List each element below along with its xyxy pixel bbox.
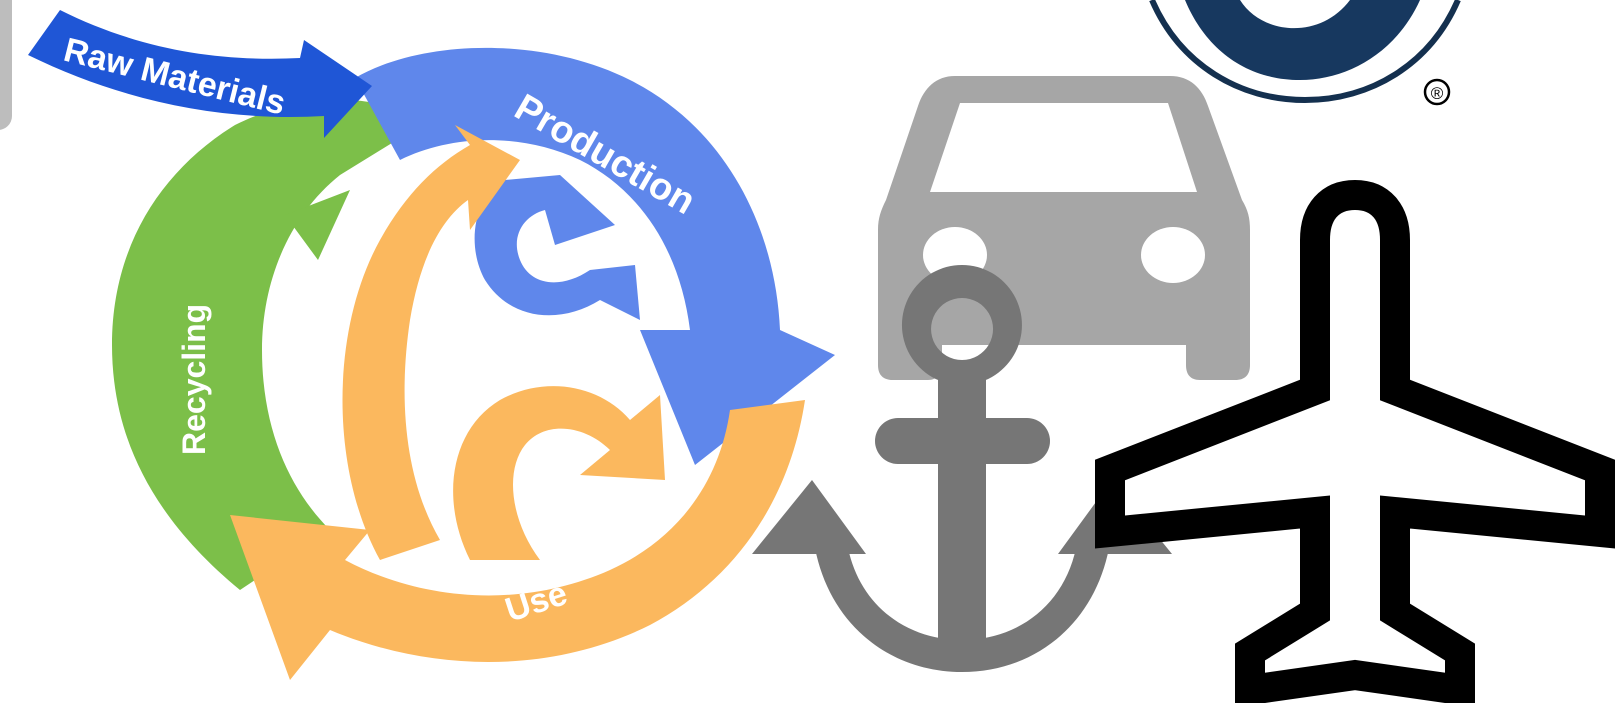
car-windshield <box>930 103 1197 192</box>
recycling-label: Recycling <box>176 304 212 455</box>
anchor-ring <box>901 265 1022 386</box>
use-inner-loop <box>453 386 665 560</box>
registered-mark: ® <box>1431 84 1444 103</box>
registered-mark-icon <box>1423 78 1451 106</box>
raw-materials-arrow <box>28 10 372 138</box>
anchor-arms <box>815 548 1109 672</box>
car-headlight-right <box>1141 227 1205 283</box>
recycling-arrow <box>112 99 405 590</box>
recycling-arrow-tip <box>285 190 350 260</box>
logo-ring <box>1149 0 1461 104</box>
production-inner-loop <box>474 175 640 320</box>
production-arrow <box>355 47 835 466</box>
lifecycle-diagram: Raw Materials Production Use Recycling <box>28 10 835 680</box>
anchor-stock <box>875 418 1050 464</box>
use-inner-arrow <box>342 125 520 560</box>
logo-mark <box>1185 0 1420 80</box>
anchor-fluke-left <box>752 480 866 554</box>
window-edge-tab <box>0 0 12 130</box>
car-icon <box>878 76 1250 380</box>
circular-logo: ® <box>1149 0 1461 106</box>
airplane-icon <box>1095 179 1615 703</box>
anchor-shank <box>938 370 986 660</box>
use-arrow <box>230 400 805 680</box>
